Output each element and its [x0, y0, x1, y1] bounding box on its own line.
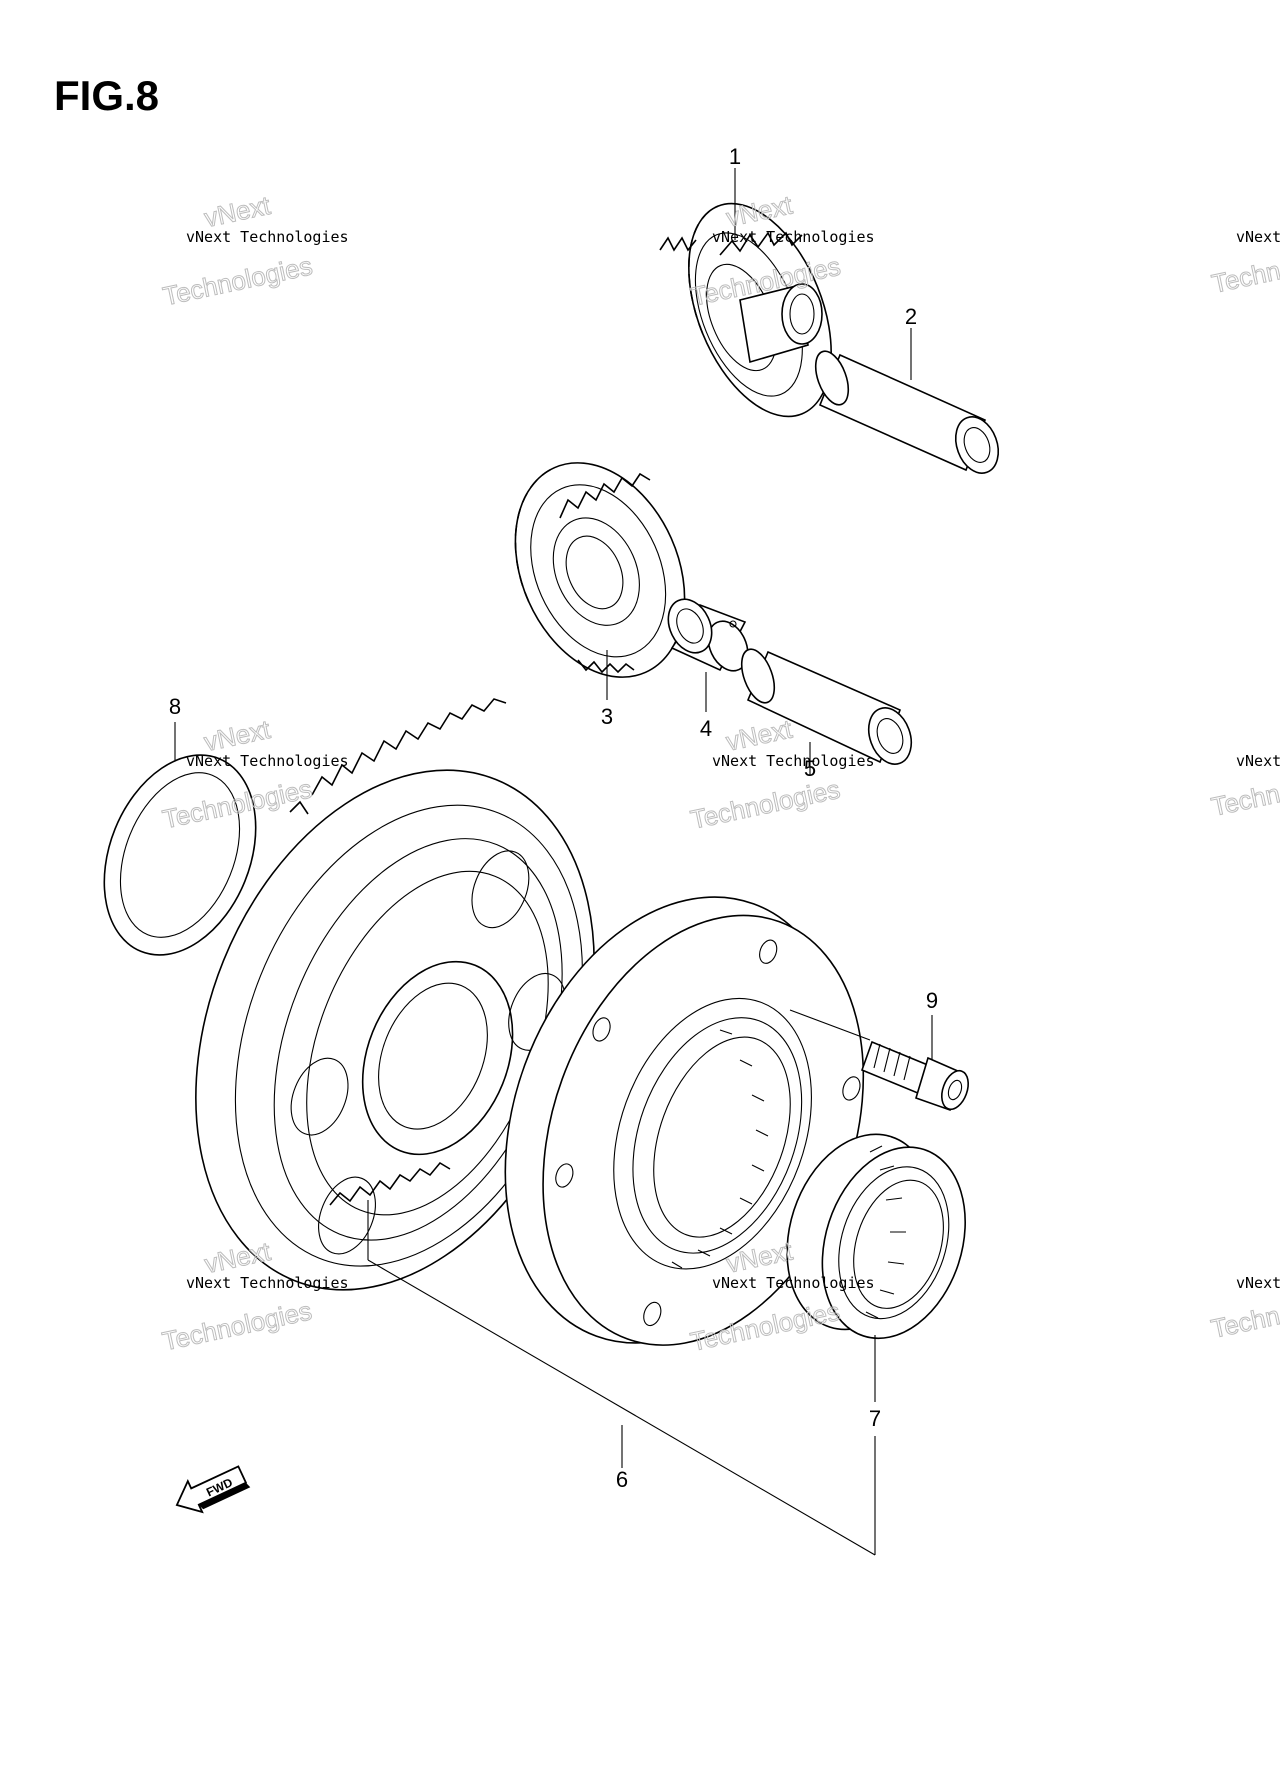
svg-text:vNext Technologies: vNext Technologies: [1236, 1274, 1280, 1292]
callout-9: 9: [926, 988, 938, 1013]
part-2-shaft: [814, 350, 1000, 474]
svg-text:vNext: vNext: [202, 190, 274, 233]
part-7-needle-bearing: [786, 1133, 966, 1340]
svg-text:vNext Technologies: vNext Technologies: [186, 228, 349, 246]
svg-text:Technologies: Technologies: [160, 1295, 315, 1356]
callout-3: 3: [601, 704, 613, 729]
svg-text:Technologies: Technologies: [688, 774, 843, 835]
part-6-one-way-clutch: [504, 896, 865, 1346]
svg-text:vNext Technologies: vNext Technologies: [712, 1274, 875, 1292]
svg-text:vNext: vNext: [723, 713, 795, 756]
callout-4: 4: [700, 716, 712, 741]
svg-text:vNext: vNext: [201, 714, 273, 757]
svg-text:vNext: vNext: [724, 189, 796, 232]
figure-title: FIG.8: [54, 72, 160, 119]
callout-1: 1: [729, 144, 741, 169]
fwd-arrow-icon: FWD: [175, 1465, 251, 1514]
svg-text:vNext Technologies: vNext Technologies: [186, 1274, 349, 1292]
part-8-washer: [103, 754, 257, 956]
svg-text:Technologies: Technologies: [1208, 1283, 1280, 1344]
callout-7: 7: [869, 1406, 881, 1431]
svg-text:vNext Technologies: vNext Technologies: [186, 752, 349, 770]
part-4-bushing: [667, 598, 749, 672]
svg-text:vNext Technologies: vNext Technologies: [712, 752, 875, 770]
watermark-1: vNext vNext Technologies Technologies: [160, 189, 349, 311]
svg-text:Technologies: Technologies: [1209, 238, 1280, 299]
part-9-bolt: [789, 1009, 969, 1112]
svg-text:vNext Technologies: vNext Technologies: [1236, 752, 1280, 770]
callout-2: 2: [905, 304, 917, 329]
part-6-starter-clutch-gear: [195, 698, 595, 1291]
callout-8: 8: [169, 694, 181, 719]
svg-text:vNext: vNext: [202, 1236, 274, 1279]
svg-text:vNext Technologies: vNext Technologies: [712, 228, 875, 246]
leader-lines: [174, 168, 933, 1556]
svg-text:vNext Technologies: vNext Technologies: [1236, 228, 1280, 246]
part-1-idle-gear: [659, 202, 832, 418]
watermark-6: vNext Technologies Technologies: [1208, 752, 1280, 822]
part-5-shaft: [740, 648, 913, 765]
watermark-9: vNext Technologies Technologies: [1208, 1274, 1280, 1344]
svg-text:Technologies: Technologies: [160, 250, 315, 311]
part-3-gear: [514, 462, 686, 678]
watermark-3: vNext Technologies Technologies: [1209, 228, 1280, 299]
callout-5: 5: [804, 756, 816, 781]
svg-text:Technologies: Technologies: [1209, 761, 1280, 822]
callout-6: 6: [616, 1467, 628, 1492]
callout-labels: 1 2 3 4 5 6 7 8 9: [169, 144, 938, 1492]
